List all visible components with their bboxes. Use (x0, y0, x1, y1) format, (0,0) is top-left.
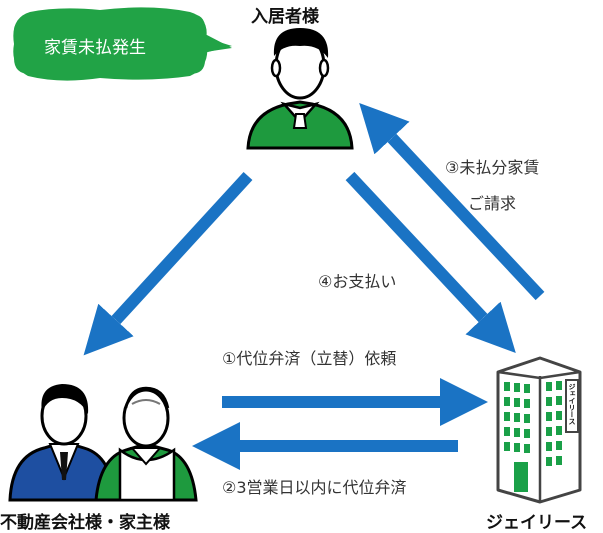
tenant-title: 入居者様 (251, 7, 319, 27)
arrow-tenant-to-agency (83, 171, 253, 356)
company-sign-text: ジェイリース (568, 383, 576, 425)
company-title: ジェイリース (486, 513, 588, 533)
step3-label-line2: ご請求 (468, 194, 517, 213)
agency-title: 不動産会社様・家主様 (0, 513, 170, 533)
speech-bubble (13, 7, 232, 81)
arrow-tenant-to-jlease (345, 171, 516, 354)
step2-label: ②3営業日以内に代位弁済 (222, 478, 407, 497)
step3-label-line1: ③未払分家賃 (445, 158, 540, 177)
agency-man-icon (8, 384, 116, 502)
tenant-person-icon (246, 28, 354, 150)
landlord-person-icon (94, 386, 198, 502)
step1-label: ①代位弁済（立替）依頼 (222, 349, 397, 368)
arrow-jlease-to-tenant (359, 102, 545, 301)
jlease-building-icon: ジェイリース (496, 356, 582, 504)
unpaid-rent-bubble-text: 家賃未払発生 (44, 38, 146, 58)
arrows (83, 102, 545, 470)
company-sign (565, 379, 579, 433)
step4-label: ④お支払い (318, 272, 397, 291)
